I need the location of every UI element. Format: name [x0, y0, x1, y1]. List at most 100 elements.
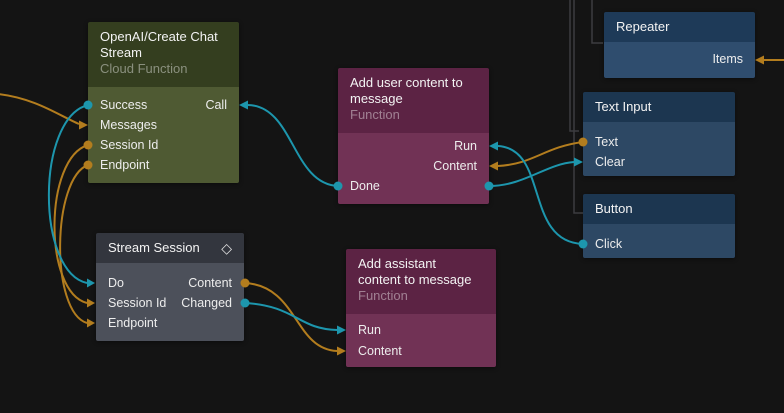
port-anchor-ss-content[interactable]: [240, 278, 250, 288]
port-row: Success Call: [88, 95, 239, 115]
port-anchor-text[interactable]: [578, 137, 588, 147]
port-run[interactable]: Run: [454, 139, 477, 153]
port-row: Click: [583, 234, 735, 254]
connection-text-to-content[interactable]: [497, 141, 584, 167]
port-success[interactable]: Success: [100, 98, 148, 112]
arrowhead-call[interactable]: [239, 100, 248, 110]
arrowhead-messages[interactable]: [79, 120, 88, 130]
port-clear[interactable]: Clear: [595, 155, 625, 169]
connection-sscontent-to-aacontent[interactable]: [244, 282, 338, 352]
diamond-icon: ◇: [221, 240, 232, 256]
port-row: Messages: [88, 115, 239, 135]
connection-dimmed-to-repeater[interactable]: [591, 0, 603, 44]
node-subtitle: Function: [350, 107, 400, 122]
port-row: Done: [338, 176, 489, 196]
port-ss-session-id[interactable]: Session Id: [108, 296, 167, 310]
arrowhead-clear[interactable]: [574, 157, 583, 167]
arrowhead-aa-content[interactable]: [337, 346, 346, 356]
port-anchor-done-right[interactable]: [484, 181, 494, 191]
port-row: Endpoint: [88, 155, 239, 175]
node-openai-create-chat-stream[interactable]: OpenAI/Create Chat Stream Cloud Function…: [88, 22, 239, 183]
port-call[interactable]: Call: [205, 98, 227, 112]
connection-click-to-run[interactable]: [497, 145, 584, 245]
port-ss-endpoint[interactable]: Endpoint: [108, 316, 158, 330]
port-session-id[interactable]: Session Id: [100, 138, 159, 152]
node-ports: Run Content: [346, 314, 496, 367]
arrowhead-run[interactable]: [489, 141, 498, 151]
connection-dimmed-to-button[interactable]: [573, 0, 583, 214]
port-aa-run[interactable]: Run: [358, 322, 381, 337]
port-messages[interactable]: Messages: [100, 118, 157, 132]
node-header[interactable]: Add user content to message Function: [338, 68, 489, 133]
port-row: Session Id: [88, 135, 239, 155]
node-header[interactable]: Button: [583, 194, 735, 224]
arrowhead-do[interactable]: [87, 278, 95, 288]
port-row: Content: [346, 340, 496, 361]
node-title: Button: [595, 201, 633, 216]
port-anchor-success[interactable]: [83, 100, 93, 110]
connection-changed-to-aarun[interactable]: [244, 302, 338, 331]
connection-endpoint-to-endpoint[interactable]: [59, 164, 89, 324]
port-changed[interactable]: Changed: [181, 296, 232, 310]
node-header[interactable]: Repeater: [604, 12, 755, 42]
port-anchor-endpoint[interactable]: [83, 160, 93, 170]
port-anchor-click[interactable]: [578, 239, 588, 249]
arrowhead-ss-session-id[interactable]: [87, 298, 95, 308]
node-repeater[interactable]: Repeater Items: [604, 12, 755, 78]
port-row: Run: [338, 136, 489, 156]
port-row: Session Id Changed: [96, 293, 244, 313]
node-title: Stream Session: [108, 240, 200, 255]
port-row: Do Content: [96, 273, 244, 293]
port-anchor-done-left[interactable]: [333, 181, 343, 191]
port-content[interactable]: Content: [433, 159, 477, 173]
port-done[interactable]: Done: [350, 179, 380, 193]
port-row: Items: [604, 49, 755, 69]
port-row: Content: [338, 156, 489, 176]
port-anchor-changed[interactable]: [240, 298, 250, 308]
arrowhead-aa-run[interactable]: [337, 325, 346, 335]
connection-done-to-call[interactable]: [247, 104, 339, 187]
node-header[interactable]: Stream Session ◇: [96, 233, 244, 263]
node-subtitle: Cloud Function: [100, 61, 188, 76]
connection-success-to-do[interactable]: [47, 104, 89, 284]
node-ports: Run Content Done: [338, 133, 489, 204]
node-subtitle: Function: [358, 288, 408, 303]
node-stream-session[interactable]: Stream Session ◇ Do Content Session Id C…: [96, 233, 244, 341]
node-add-assistant-content-to-message[interactable]: Add assistant content to message Functio…: [346, 249, 496, 367]
node-title: Text Input: [595, 99, 652, 114]
node-button[interactable]: Button Click: [583, 194, 735, 258]
node-ports: Items: [604, 42, 755, 78]
node-ports: Do Content Session Id Changed Endpoint: [96, 263, 244, 341]
node-header[interactable]: OpenAI/Create Chat Stream Cloud Function: [88, 22, 239, 87]
arrowhead-ss-endpoint[interactable]: [87, 318, 95, 328]
port-row: Run: [346, 319, 496, 340]
connection-sessionid-to-sessionid[interactable]: [53, 144, 89, 304]
node-add-user-content-to-message[interactable]: Add user content to message Function Run…: [338, 68, 489, 204]
node-title: Add user content to message: [350, 75, 463, 106]
port-anchor-session-id[interactable]: [83, 140, 93, 150]
node-text-input[interactable]: Text Input Text Clear: [583, 92, 735, 176]
port-endpoint[interactable]: Endpoint: [100, 158, 150, 172]
port-aa-content[interactable]: Content: [358, 343, 402, 358]
connection-dimmed-to-text-input[interactable]: [569, 0, 579, 132]
node-ports: Success Call Messages Session Id Endpoin…: [88, 87, 239, 183]
arrowhead-content[interactable]: [489, 161, 498, 171]
node-title: Repeater: [616, 19, 670, 34]
node-header[interactable]: Add assistant content to message Functio…: [346, 249, 496, 314]
port-items[interactable]: Items: [712, 52, 743, 66]
port-row: Text: [583, 132, 735, 152]
port-row: Clear: [583, 152, 735, 172]
connection-offscreen-to-messages[interactable]: [0, 93, 80, 125]
node-ports: Text Clear: [583, 122, 735, 176]
port-click[interactable]: Click: [595, 237, 623, 251]
node-ports: Click: [583, 224, 735, 258]
port-text[interactable]: Text: [595, 135, 618, 149]
port-ss-content[interactable]: Content: [188, 276, 232, 290]
node-title: OpenAI/Create Chat Stream: [100, 29, 218, 60]
node-header[interactable]: Text Input: [583, 92, 735, 122]
connection-done-to-clear[interactable]: [488, 161, 575, 187]
arrowhead-items[interactable]: [755, 55, 764, 65]
port-do[interactable]: Do: [108, 276, 124, 290]
